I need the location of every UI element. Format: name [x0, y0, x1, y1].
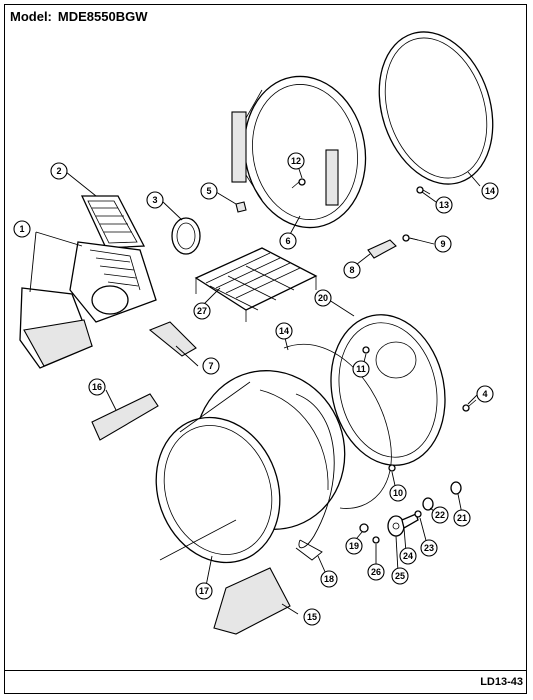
svg-text:27: 27 [197, 306, 207, 316]
svg-text:15: 15 [307, 612, 317, 622]
svg-text:7: 7 [208, 361, 213, 371]
callout-12: 12 [287, 152, 305, 170]
callout-10: 10 [389, 484, 407, 502]
part-14-seal-upper [378, 31, 494, 185]
svg-text:16: 16 [92, 382, 102, 392]
part-7-bracket [148, 321, 197, 357]
svg-text:19: 19 [349, 541, 359, 551]
part-26-washer [372, 536, 380, 544]
svg-text:8: 8 [349, 265, 354, 275]
part-11-screw [362, 346, 370, 354]
callout-7: 7 [202, 357, 220, 375]
part-5-fastener [235, 201, 247, 213]
part-25-pulley [387, 515, 405, 537]
part-2-lint-filter [80, 195, 146, 249]
svg-text:13: 13 [439, 200, 449, 210]
callout-4: 4 [476, 385, 494, 403]
svg-text:26: 26 [371, 567, 381, 577]
part-23-washer [414, 510, 422, 518]
part-10-screw [388, 464, 396, 472]
svg-text:24: 24 [403, 551, 413, 561]
callout-17: 17 [195, 582, 213, 600]
callout-24: 24 [399, 547, 417, 565]
svg-text:3: 3 [152, 195, 157, 205]
callout-21: 21 [453, 509, 471, 527]
callout-14-lower: 14 [275, 322, 293, 340]
part-18-drive-belt [295, 393, 335, 561]
callout-9: 9 [434, 235, 452, 253]
part-16-baffle [91, 393, 159, 441]
callout-19: 19 [345, 537, 363, 555]
part-24-shaft [401, 513, 419, 529]
callout-23: 23 [420, 539, 438, 557]
callout-14-upper: 14 [481, 182, 499, 200]
callout-22: 22 [431, 506, 449, 524]
part-19-washer [359, 523, 369, 533]
callout-1: 1 [13, 220, 31, 238]
part-3-seal-small [171, 217, 201, 255]
svg-text:25: 25 [395, 571, 405, 581]
callout-20: 20 [314, 289, 332, 307]
svg-text:4: 4 [482, 389, 487, 399]
callout-16: 16 [88, 378, 106, 396]
part-27-drying-rack [194, 247, 318, 322]
part-15-baffle-lower [213, 567, 291, 635]
callout-6: 6 [279, 232, 297, 250]
svg-text:21: 21 [457, 513, 467, 523]
svg-text:17: 17 [199, 586, 209, 596]
model-label: Model: [10, 9, 52, 24]
callout-25: 25 [391, 567, 409, 585]
callout-3: 3 [146, 191, 164, 209]
svg-text:20: 20 [318, 293, 328, 303]
page-border [4, 4, 527, 694]
svg-text:23: 23 [424, 543, 434, 553]
callout-13: 13 [435, 196, 453, 214]
part-20-front-bulkhead [330, 314, 446, 466]
part-14-seal-lower [283, 343, 392, 509]
svg-text:14: 14 [279, 326, 289, 336]
part-13-fastener [416, 186, 431, 195]
svg-text:2: 2 [56, 166, 61, 176]
part-22-bearing [422, 497, 434, 511]
svg-text:12: 12 [291, 156, 301, 166]
svg-text:22: 22 [435, 510, 445, 520]
diagram-reference-code: LD13-43 [480, 676, 523, 688]
svg-text:6: 6 [285, 236, 290, 246]
part-21-bearing [450, 481, 462, 495]
callout-11: 11 [352, 360, 370, 378]
callout-18: 18 [320, 570, 338, 588]
footer-rule [4, 670, 527, 671]
callout-27: 27 [193, 302, 211, 320]
model-number: MDE8550BGW [57, 9, 148, 24]
svg-text:10: 10 [393, 488, 403, 498]
part-6-rear-bulkhead [231, 75, 367, 229]
svg-text:1: 1 [19, 224, 24, 234]
part-12-screw [291, 178, 306, 189]
svg-text:14: 14 [485, 186, 495, 196]
svg-text:9: 9 [440, 239, 445, 249]
callout-26: 26 [367, 563, 385, 581]
svg-text:11: 11 [356, 364, 366, 374]
callout-5: 5 [200, 182, 218, 200]
callout-8: 8 [343, 261, 361, 279]
svg-text:18: 18 [324, 574, 334, 584]
part-1-duct-assembly [19, 241, 157, 369]
svg-text:5: 5 [206, 186, 211, 196]
callout-15: 15 [303, 608, 321, 626]
part-17-drum [155, 370, 346, 564]
callout-2: 2 [50, 162, 68, 180]
part-8-bracket [367, 239, 397, 259]
part-4-screw [462, 399, 477, 412]
model-title: Model: MDE8550BGW [10, 9, 153, 24]
